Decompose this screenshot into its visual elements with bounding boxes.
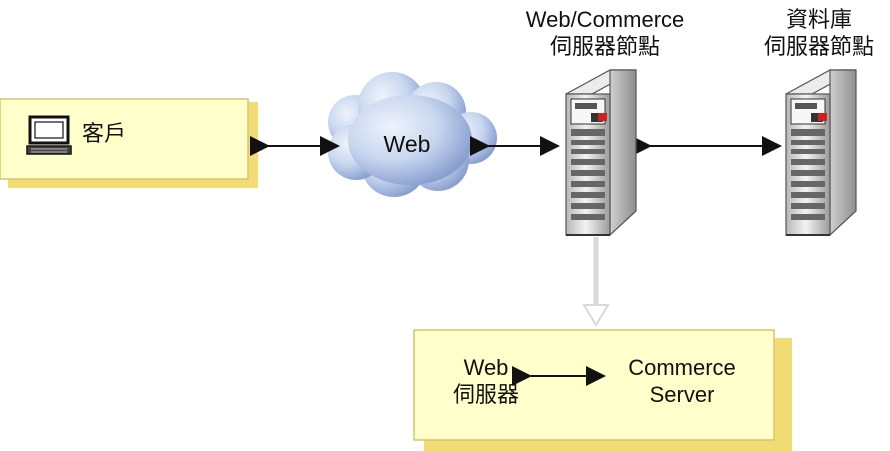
commerce-server-label: Commerce Server — [602, 354, 762, 408]
expand-arrow — [582, 237, 610, 327]
web-server-label-line1: Web — [463, 355, 509, 380]
web-server-label-line2: 伺服器 — [452, 382, 519, 407]
web-commerce-server-icon — [565, 69, 637, 237]
database-node-label-line1: 資料庫 — [785, 7, 852, 32]
database-node-label: 資料庫 伺服器節點 — [748, 6, 890, 60]
client-box — [0, 98, 258, 188]
web-server-label: Web 伺服器 — [426, 354, 546, 408]
web-commerce-node-label-line1: Web/Commerce — [525, 7, 685, 32]
web-cloud-label: Web — [383, 131, 431, 157]
database-node-label-line2: 伺服器節點 — [763, 34, 874, 59]
laptop-icon — [26, 115, 72, 155]
web-commerce-node-label-line2: 伺服器節點 — [549, 34, 660, 59]
commerce-server-label-line1: Commerce — [628, 355, 736, 380]
commerce-server-label-line2: Server — [649, 382, 715, 407]
database-server-icon — [785, 69, 857, 237]
web-commerce-node-label: Web/Commerce 伺服器節點 — [500, 6, 710, 60]
client-label: 客戶 — [82, 121, 127, 146]
